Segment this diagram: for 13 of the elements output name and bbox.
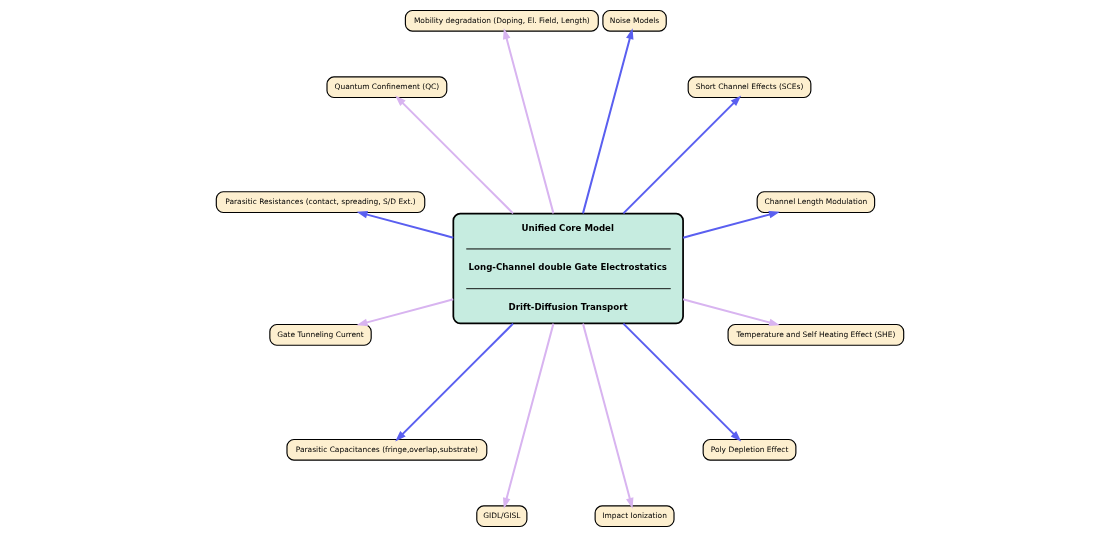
arrow [682, 298, 780, 327]
arrow [395, 322, 514, 442]
arrow [682, 210, 780, 239]
arrow [582, 323, 634, 509]
arrow [582, 28, 634, 214]
arrow [356, 210, 454, 239]
node-box: Unified Core Model Long-Channel double Gate Electrostatics Drift-Diffusion Transport [452, 212, 684, 325]
arrow [622, 95, 742, 215]
arrow [395, 95, 514, 215]
arrow [502, 28, 555, 214]
arrow [502, 323, 555, 509]
arrow [622, 322, 742, 442]
arrow [356, 298, 454, 327]
